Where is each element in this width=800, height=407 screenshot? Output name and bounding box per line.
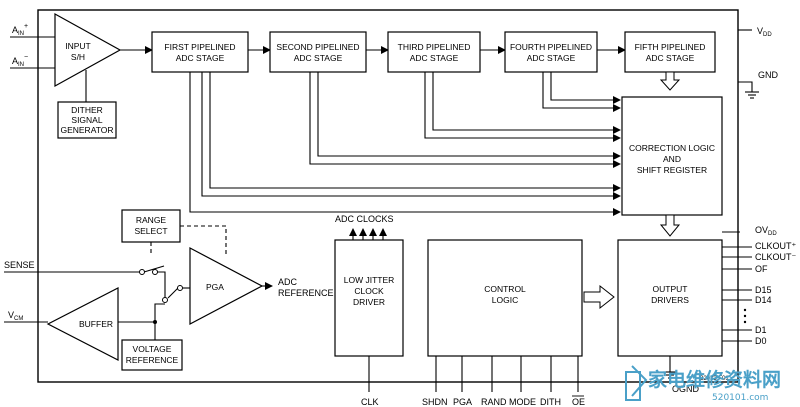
svg-text:AIN−: AIN− bbox=[12, 54, 28, 68]
first-stage-label-1: FIRST PIPELINED bbox=[164, 42, 235, 52]
fourth-stage-label-2: ADC STAGE bbox=[527, 53, 576, 63]
adc-clock-arrows bbox=[349, 228, 387, 240]
vcm-pin: VCM bbox=[8, 310, 23, 322]
clkout-plus-pin: CLKOUT⁺ bbox=[755, 241, 797, 251]
fifth-stage-output-arrow bbox=[659, 71, 681, 91]
output-drivers-label-2: DRIVERS bbox=[651, 295, 689, 305]
watermark: 家电维修资料网 520101.com bbox=[625, 365, 781, 403]
watermark-logo-icon bbox=[625, 365, 648, 401]
chip-outline bbox=[37, 9, 739, 383]
d1-pin: D1 bbox=[755, 325, 767, 335]
buffer-amplifier bbox=[46, 287, 119, 361]
range-select-label-1: RANGE bbox=[136, 215, 167, 225]
control-logic-block bbox=[427, 239, 583, 357]
shdn-pin: SHDN bbox=[422, 397, 448, 407]
adc-reference-label-1: ADC bbox=[278, 277, 298, 287]
input-sh-amplifier bbox=[54, 12, 122, 88]
svg-text:OVDD: OVDD bbox=[755, 225, 777, 237]
ovdd-pin: OVDD bbox=[755, 225, 777, 237]
dither-generator-block bbox=[57, 101, 117, 139]
control-output-arrow bbox=[583, 284, 615, 310]
svg-text:AIN+: AIN+ bbox=[12, 23, 28, 37]
sense-pin: SENSE bbox=[4, 260, 35, 270]
third-stage-label-1: THIRD PIPELINED bbox=[398, 42, 471, 52]
watermark-url: 520101.com bbox=[712, 393, 768, 403]
oe-pin: OE bbox=[572, 395, 585, 407]
input-sh-label-1: INPUT bbox=[65, 41, 91, 51]
second-stage-label-1: SECOND PIPELINED bbox=[276, 42, 359, 52]
correction-label-3: SHIFT REGISTER bbox=[637, 165, 707, 175]
dither-label-1: DITHER bbox=[71, 105, 103, 115]
ognd-symbol bbox=[663, 371, 677, 379]
vdd-pin: VDD bbox=[757, 26, 772, 38]
fifth-stage-block bbox=[624, 31, 716, 73]
control-logic-label-2: LOGIC bbox=[492, 295, 518, 305]
adc-clocks-label: ADC CLOCKS bbox=[335, 214, 394, 224]
ain-minus-pin: AIN− bbox=[12, 54, 28, 68]
pga-pin: PGA bbox=[453, 397, 472, 407]
voltage-reference-label-1: VOLTAGE bbox=[133, 344, 172, 354]
clk-pin: CLK bbox=[361, 397, 379, 407]
second-stage-block bbox=[269, 31, 367, 73]
correction-label-2: AND bbox=[663, 154, 681, 164]
svg-text:VDD: VDD bbox=[757, 26, 772, 38]
clock-driver-label-2: CLOCK bbox=[354, 286, 384, 296]
stage-buses bbox=[189, 72, 621, 216]
clock-driver-label-3: DRIVER bbox=[353, 297, 385, 307]
gnd-pin: GND bbox=[758, 70, 779, 80]
range-select-label-2: SELECT bbox=[134, 226, 167, 236]
dither-label-2: SIGNAL bbox=[71, 115, 102, 125]
clkout-minus-pin: CLKOUT⁻ bbox=[755, 252, 797, 262]
ain-plus-pin: AIN+ bbox=[12, 23, 28, 37]
fourth-stage-label-1: FOURTH PIPELINED bbox=[510, 42, 592, 52]
pga-label: PGA bbox=[206, 282, 224, 292]
svg-text:VCM: VCM bbox=[8, 310, 23, 322]
mode-pin: MODE bbox=[509, 397, 536, 407]
output-drivers-block bbox=[617, 239, 723, 357]
fifth-stage-label-1: FIFTH PIPELINED bbox=[635, 42, 706, 52]
watermark-text: 家电维修资料网 bbox=[648, 368, 781, 391]
gnd-symbol bbox=[745, 91, 759, 99]
dither-label-3: GENERATOR bbox=[60, 125, 113, 135]
second-stage-label-2: ADC STAGE bbox=[294, 53, 343, 63]
d15-pin: D15 bbox=[755, 285, 772, 295]
correction-output-arrow bbox=[659, 214, 681, 237]
input-sh-label-2: S/H bbox=[71, 52, 85, 62]
control-logic-label-1: CONTROL bbox=[484, 284, 526, 294]
clock-driver-label-1: LOW JITTER bbox=[344, 275, 395, 285]
d14-pin: D14 bbox=[755, 295, 772, 305]
output-pin-lines bbox=[722, 231, 752, 342]
correction-label-1: CORRECTION LOGIC bbox=[629, 143, 715, 153]
control-pin-lines bbox=[435, 356, 579, 392]
buffer-label: BUFFER bbox=[79, 319, 113, 329]
fifth-stage-label-2: ADC STAGE bbox=[646, 53, 695, 63]
adc-reference-label-2: REFERENCE bbox=[278, 288, 334, 298]
figure-id: 22033 F01 bbox=[700, 376, 729, 382]
ognd-pin: OGND bbox=[672, 384, 700, 394]
d0-pin: D0 bbox=[755, 336, 767, 346]
pga-amplifier bbox=[189, 247, 264, 325]
of-pin: OF bbox=[755, 264, 768, 274]
third-stage-label-2: ADC STAGE bbox=[410, 53, 459, 63]
third-stage-block bbox=[387, 31, 481, 73]
bus-ellipsis-dots bbox=[743, 308, 747, 324]
svg-text:OE: OE bbox=[572, 397, 585, 407]
clock-driver-block bbox=[334, 239, 404, 357]
output-drivers-label-1: OUTPUT bbox=[653, 284, 688, 294]
first-stage-label-2: ADC STAGE bbox=[176, 53, 225, 63]
voltage-reference-block bbox=[121, 339, 183, 371]
rand-pin: RAND bbox=[481, 397, 507, 407]
voltage-reference-label-2: REFERENCE bbox=[126, 355, 179, 365]
dith-pin: DITH bbox=[540, 397, 561, 407]
first-stage-block bbox=[151, 31, 249, 73]
correction-logic-block bbox=[621, 96, 723, 216]
fourth-stage-block bbox=[504, 31, 598, 73]
